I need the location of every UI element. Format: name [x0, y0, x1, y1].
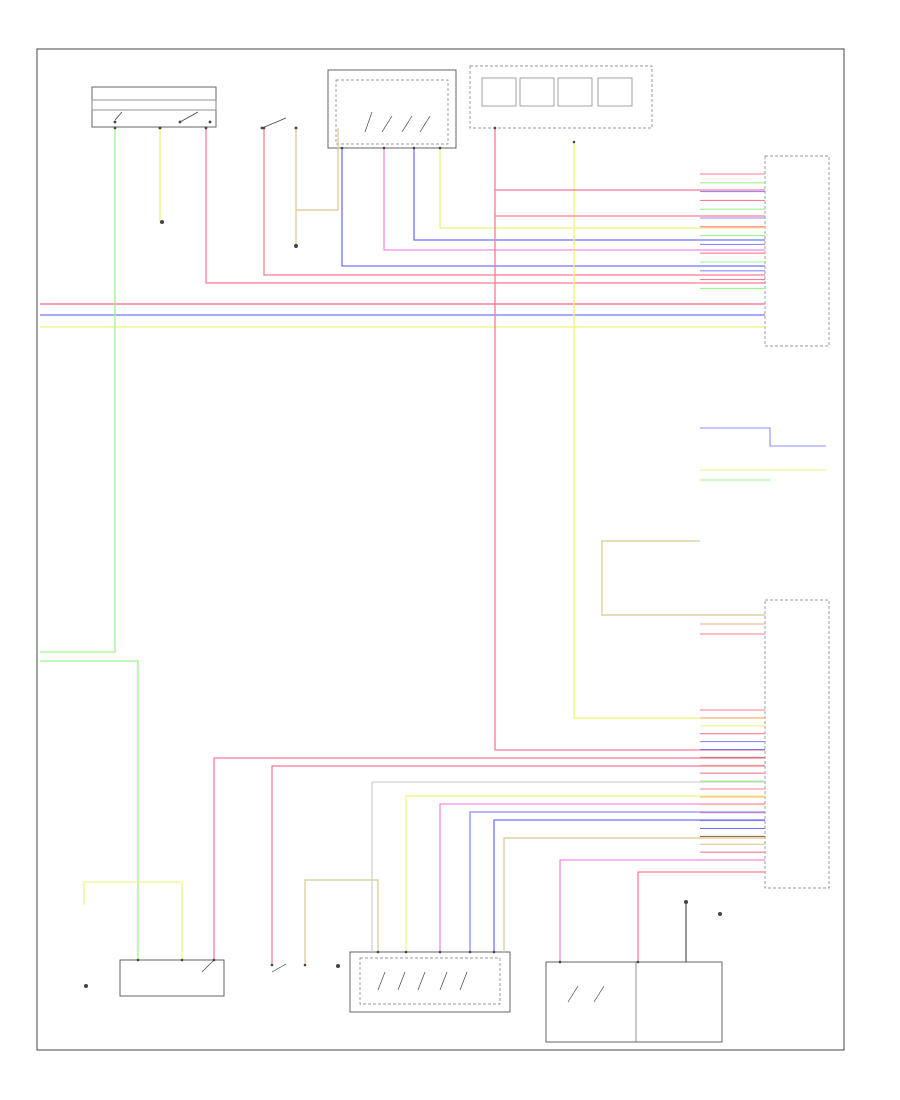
wire-gray-bottom	[371, 781, 765, 952]
connector-dot-11	[212, 958, 216, 962]
wire-red-fuse	[494, 128, 765, 751]
wire-layer	[40, 128, 826, 965]
top-window-switch-box	[327, 69, 457, 149]
rear-window-switch-inner	[359, 957, 501, 1005]
wire-green-2	[439, 148, 765, 229]
wire-red-left	[205, 128, 765, 284]
connector-dot-22	[180, 958, 184, 962]
connector-dot-8	[438, 146, 442, 150]
rear-door-module	[545, 961, 723, 1043]
rear-left-module	[119, 959, 225, 997]
wire-red-mid	[263, 128, 765, 276]
connector-dot-6	[382, 146, 386, 150]
wire-yellow-left	[83, 881, 183, 960]
connector-dot-15	[404, 950, 408, 954]
ground-symbols	[84, 220, 722, 988]
front-passenger-door-module	[764, 155, 830, 347]
driver-door-module	[764, 599, 830, 889]
wire-green-branch	[40, 660, 139, 960]
connector-dot-9	[493, 126, 497, 130]
wire-yellow-mid	[295, 128, 339, 211]
rear-switch-contacts	[201, 959, 605, 1003]
connector-dot-14	[376, 950, 380, 954]
wire-blue-2	[413, 148, 765, 241]
wire-blue-1	[341, 148, 765, 267]
connector-dot-12	[270, 963, 274, 967]
connector-dot-21	[136, 958, 140, 962]
connector-dot-5	[340, 146, 344, 150]
wire-tan-bottom	[304, 879, 379, 965]
connector-dot-4	[294, 126, 298, 130]
connector-dot-1	[158, 126, 162, 130]
connector-dot-13	[303, 963, 307, 967]
wire-pink-rear	[559, 859, 765, 962]
wire-blue-bottom	[493, 819, 765, 952]
wire-pink-bottom	[439, 803, 765, 952]
wire-violet-mid	[700, 427, 826, 447]
connector-dot-0	[113, 126, 117, 130]
diagram-frame	[36, 48, 845, 1051]
wire-tan-loop	[601, 540, 765, 616]
wire-violet-bottom	[469, 811, 765, 952]
wire-pink-1	[383, 148, 765, 251]
wire-red-bottom-2	[271, 765, 765, 965]
wire-green-main	[40, 128, 116, 653]
rear-window-switch-box	[349, 951, 511, 1013]
wire-yellow-bottom	[405, 795, 765, 952]
connector-dot-20	[636, 960, 640, 964]
connector-dot-19	[558, 960, 562, 964]
wire-brown-bottom	[503, 837, 765, 952]
top-left-switch-module	[91, 86, 217, 130]
top-mid-switch	[260, 117, 298, 130]
wire-red-bottom-1	[213, 757, 765, 960]
fuse-box	[469, 65, 653, 129]
connector-dot-10	[572, 140, 576, 144]
connector-dot-7	[412, 146, 416, 150]
connector-dot-17	[468, 950, 472, 954]
wire-red-rear	[637, 871, 765, 962]
connector-dot-18	[492, 950, 496, 954]
connector-marker-layer	[113, 126, 640, 967]
connector-dot-16	[438, 950, 442, 954]
connector-dot-2	[204, 126, 208, 130]
connector-dot-3	[262, 126, 266, 130]
